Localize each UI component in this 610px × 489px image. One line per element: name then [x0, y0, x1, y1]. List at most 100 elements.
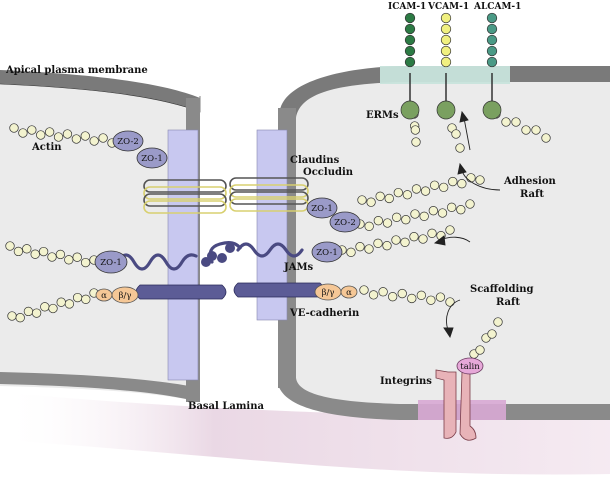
actin-bead	[447, 202, 457, 212]
actin-bead	[541, 133, 551, 143]
actin-bead	[466, 173, 476, 183]
actin-bead	[475, 345, 485, 355]
actin-bead	[373, 238, 383, 248]
actin-bead	[80, 131, 90, 141]
actin-bead	[457, 179, 467, 189]
actin-bead	[429, 180, 440, 190]
actin-bead	[23, 306, 34, 317]
actin-bead	[416, 290, 426, 300]
talin	[456, 357, 484, 375]
actin-bead	[419, 211, 429, 221]
actin-bead	[384, 193, 394, 204]
actin-bead	[22, 244, 32, 254]
actin-bead	[15, 313, 25, 323]
actin-bead	[420, 186, 431, 196]
beta-gamma-left	[111, 286, 139, 304]
scaffolding-raft-label-2: Raft	[496, 297, 520, 308]
basal-lamina-band	[0, 392, 610, 475]
zo2-left	[112, 130, 144, 152]
actin-bead	[64, 299, 75, 309]
alcam-label: ALCAM-1	[473, 2, 521, 12]
vcam-label: VCAM-1	[427, 2, 469, 12]
actin-label: Actin	[31, 142, 62, 153]
actin-bead	[56, 297, 66, 307]
actin-bead	[445, 297, 455, 307]
actin-bead	[382, 218, 393, 228]
actin-bead	[427, 228, 437, 238]
alpha-catenin-right	[340, 285, 358, 299]
zo2-left-label: ZO-2	[117, 137, 138, 147]
adhesion-raft-label-1: Adhesion	[503, 176, 556, 187]
alcam-bead	[486, 34, 498, 46]
actin-bead	[7, 311, 17, 321]
actin-filaments	[5, 109, 551, 359]
actin-bead	[373, 216, 383, 226]
icam-bead	[404, 23, 416, 35]
claudin-loop	[143, 186, 227, 200]
zo2-right	[329, 211, 361, 233]
claudin-loop	[229, 184, 309, 198]
alcam-bead	[486, 12, 498, 24]
icam-bead	[404, 34, 416, 46]
zo1-left-mid	[94, 250, 128, 274]
actin-bead	[27, 125, 37, 135]
alpha-right-label: α	[346, 288, 352, 298]
actin-bead	[428, 206, 438, 216]
catenins	[95, 283, 358, 304]
actin-bead	[31, 308, 42, 318]
actin-bead	[364, 244, 374, 254]
icam-label: ICAM-1	[388, 2, 426, 12]
actin-bead	[81, 294, 91, 304]
actin-bead	[521, 125, 531, 135]
adhesion-raft-label-2: Raft	[520, 189, 544, 200]
actin-bead	[402, 190, 413, 200]
icam-bead	[404, 12, 416, 24]
actin-bead	[38, 246, 49, 257]
actin-bead	[409, 232, 419, 242]
zo-proteins	[94, 130, 361, 274]
actin-bead	[397, 288, 407, 299]
alcam-bead	[486, 45, 498, 57]
actin-bead	[407, 293, 417, 304]
actin-bead	[378, 287, 388, 297]
actin-bead	[80, 257, 91, 268]
claudin-loop	[143, 200, 227, 214]
actin-bead	[392, 212, 402, 222]
claudin-loop	[229, 198, 309, 212]
actin-bead	[439, 182, 449, 193]
scaffolding-raft-label-1: Scaffolding	[470, 284, 534, 295]
adhesion-raft-membrane	[380, 66, 510, 84]
adhesion-molecules	[400, 12, 502, 120]
vcam-bead	[440, 34, 452, 46]
actin-bead	[62, 129, 73, 139]
actin-bead	[411, 137, 421, 147]
actin-bead	[435, 292, 446, 302]
icam-bead	[404, 45, 416, 57]
actin-bead	[501, 117, 511, 127]
actin-bead	[9, 123, 19, 133]
actin-bead	[13, 246, 24, 257]
zo1-right-a-label: ZO-1	[311, 204, 332, 214]
jam-dimer	[201, 243, 235, 267]
integrins-label: Integrins	[380, 376, 432, 387]
talin-label: talin	[460, 362, 480, 372]
actin-bead	[475, 175, 485, 185]
icam-erm	[400, 100, 420, 120]
actin-bead	[40, 302, 50, 312]
actin-bead	[47, 252, 57, 262]
alpha-left-label: α	[101, 291, 107, 301]
zo1-right-b	[311, 241, 343, 263]
beta-gamma-right-label: β/γ	[322, 288, 335, 298]
actin-bead	[437, 208, 448, 218]
actin-bead	[89, 136, 99, 146]
claudin-loop	[143, 193, 227, 207]
vcam-erm	[436, 100, 456, 120]
jams-label: JAMs	[283, 262, 314, 273]
actin-bead	[359, 285, 369, 295]
actin-bead	[401, 215, 411, 225]
actin-bead	[30, 249, 40, 259]
zo1-left-top-label: ZO-1	[141, 154, 162, 164]
vcam-bead	[440, 45, 452, 57]
actin-bead	[451, 129, 461, 139]
integrins	[435, 369, 477, 441]
